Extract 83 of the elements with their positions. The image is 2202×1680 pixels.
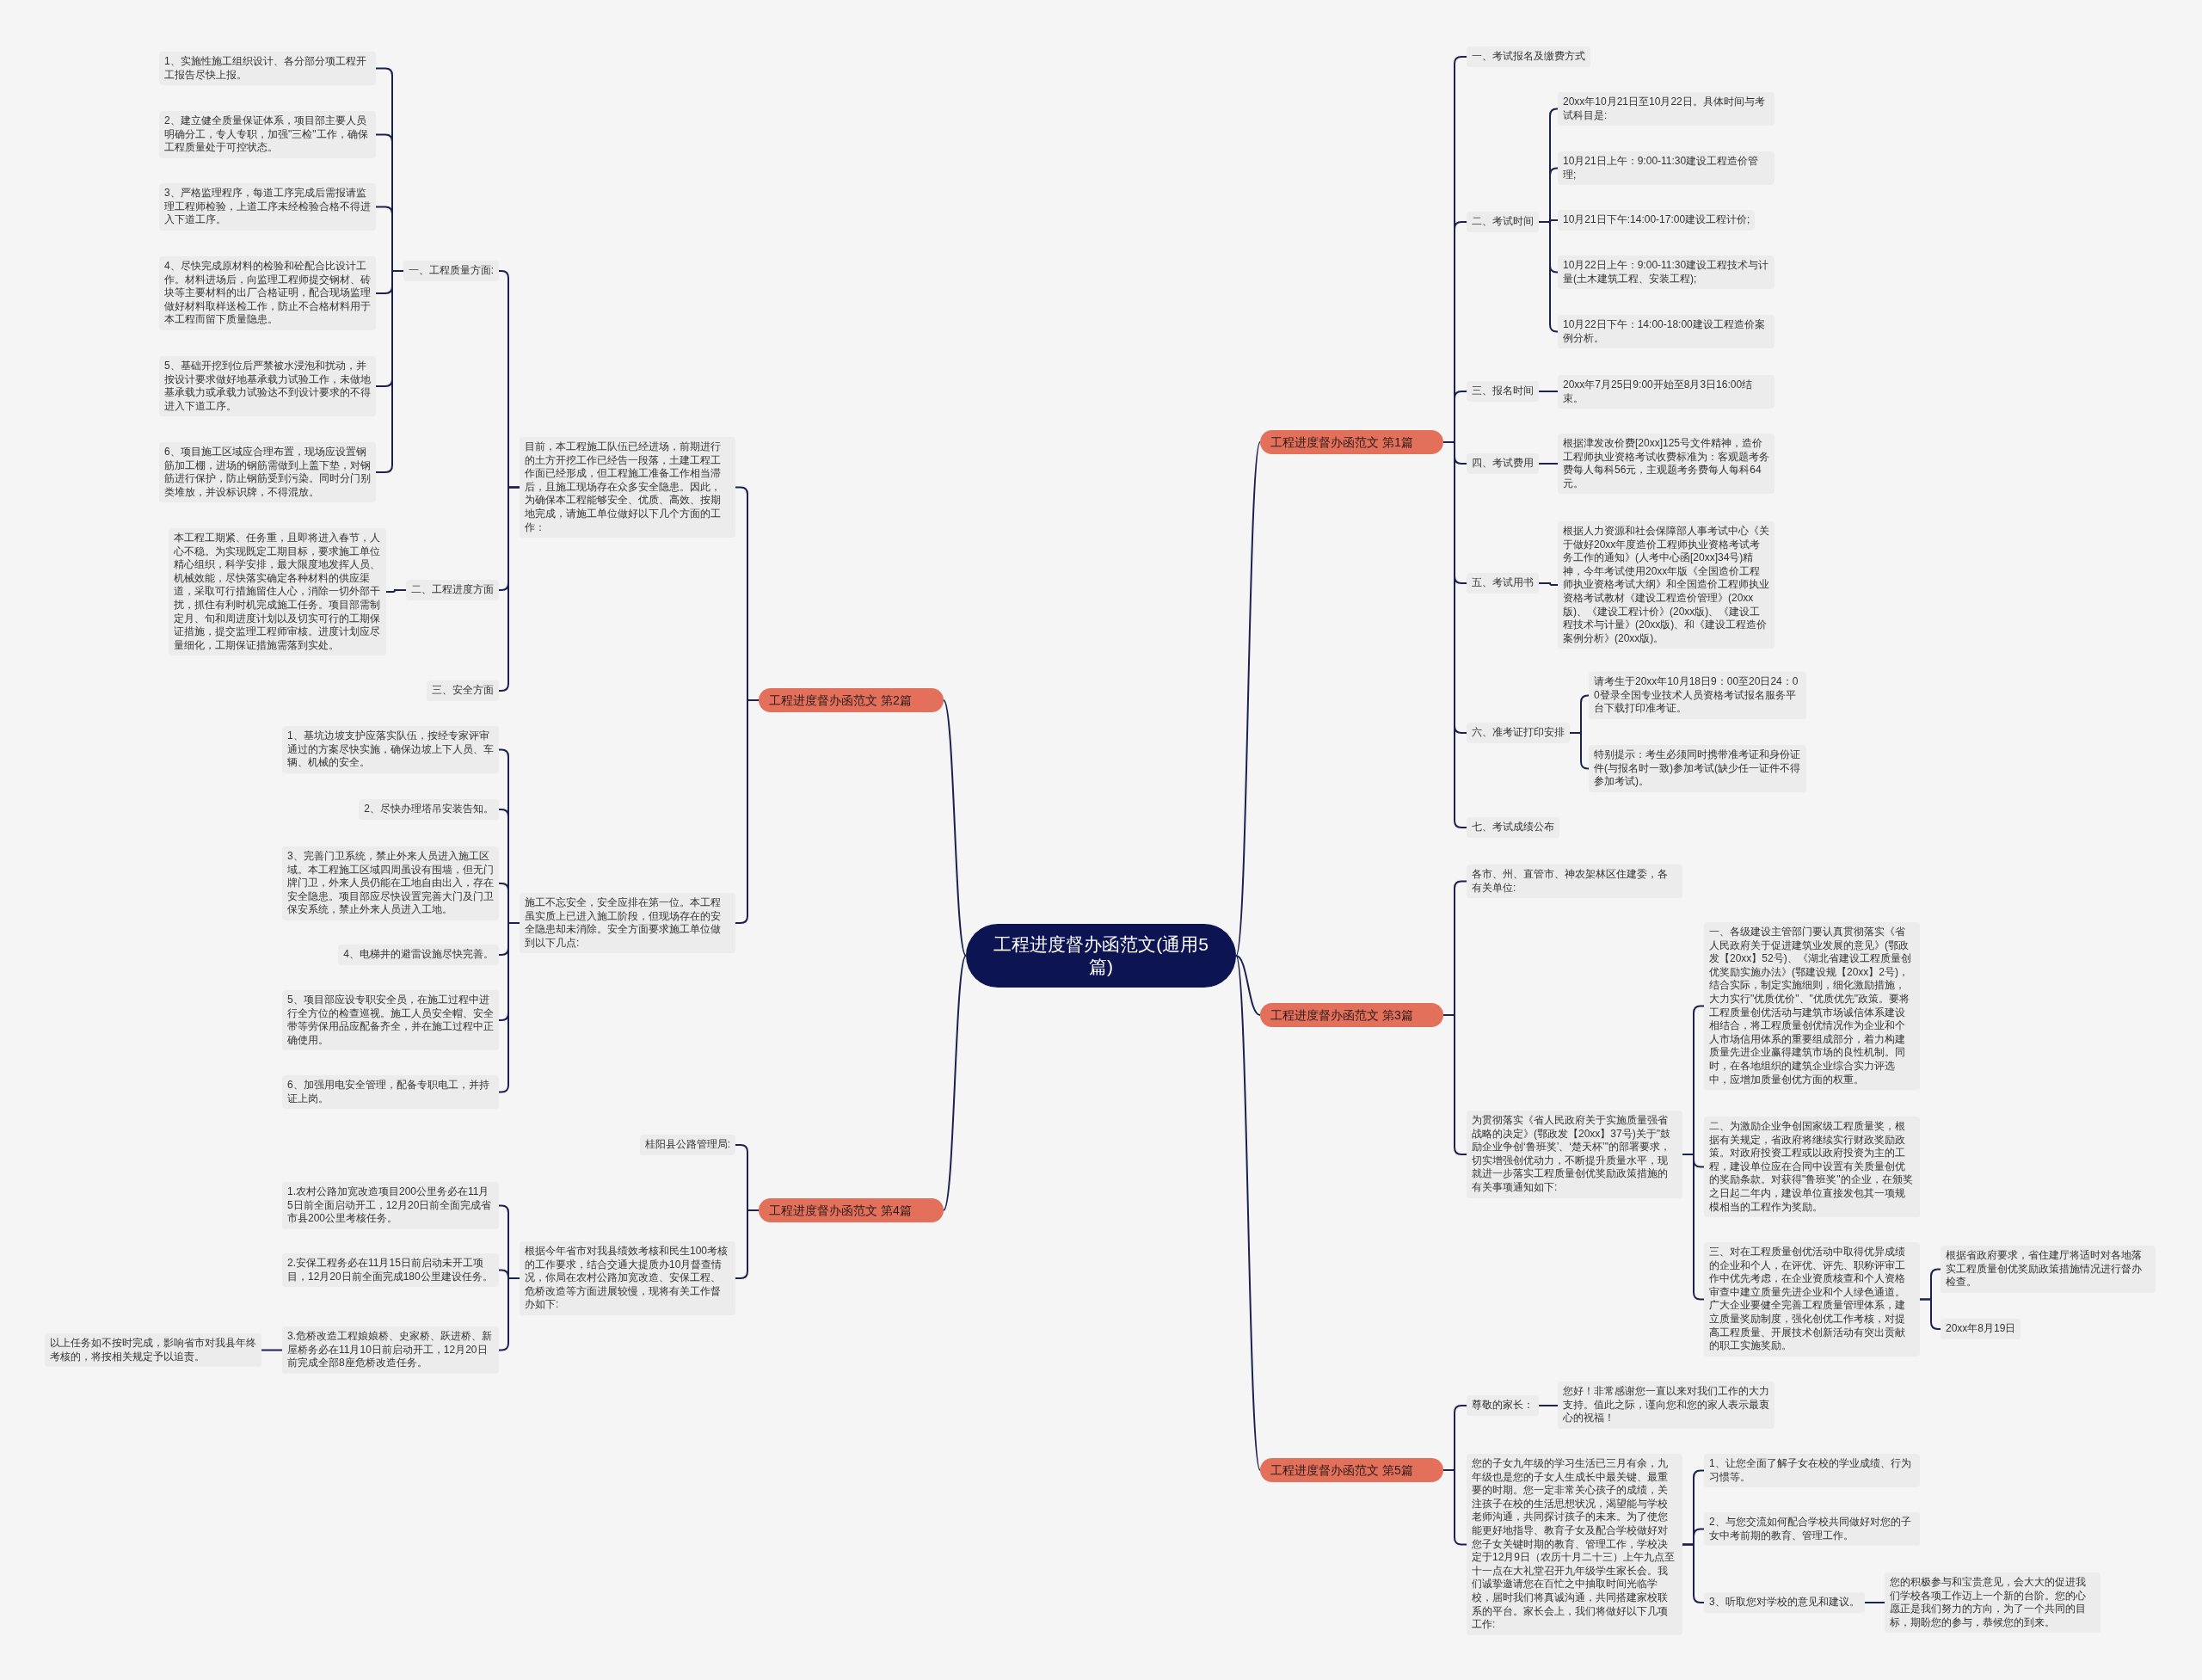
text-card: 4、尽快完成原材料的检验和砼配合比设计工作。材料进场后，向监理工程师提交钢材、砖块等主要材料的出厂合格证明，配合现场监理做好材料取样送检工作，防止不合格材料用于本工程而留下质量隐患。 — [159, 256, 376, 330]
branch-topic: 工程进度督办函范文 第5篇 — [1260, 1458, 1443, 1482]
connector-line — [375, 270, 404, 473]
connector-line — [1235, 441, 1261, 957]
text-card: 10月22日下午：14:00-18:00建设工程造价案例分析。 — [1558, 315, 1775, 349]
connector-line — [498, 922, 520, 1093]
connector-line — [1538, 582, 1559, 586]
text-card: 一、各级建设主管部门要认真贯彻落实《省人民政府关于促进建筑业发展的意见》(鄂政发【20xx】52号)、《湖北省建设工程质量创优奖励实施办法》(鄂建设规【20xx】2号)，结合实际，制定实施细则，细化激励措施，大力实行"优质优价"、"优质优先"政策。要将工程质量创优活动与建筑市场诚信体系建设相结合，将工程质量创优情况作为企业和个人市场信用体系的重要组成部分，着力构建质量先进企业赢得建筑市场的良性机制。同时，在各地组织的建筑企业综合实力评选中，应增加质量创优方面的权重。 — [1704, 922, 1920, 1091]
text-card: 您好！非常感谢您一直以来对我们工作的大力支持。值此之际，谨向您和您的家人表示最衷心的祝福！ — [1558, 1382, 1775, 1429]
text-card: 6、加强用电安全管理，配备专职电工，并持证上岗。 — [282, 1075, 499, 1110]
connector-line — [1538, 221, 1559, 333]
branch-topic: 工程进度督办函范文 第4篇 — [759, 1198, 944, 1222]
text-card: 三、安全方面 — [427, 680, 499, 701]
text-card: 3、听取您对学校的意见和建议。 — [1704, 1592, 1865, 1613]
text-card: 目前，本工程施工队伍已经进场，前期进行的土方开挖工作已经告一段落，土建工程工作面已经形成，但工程施工准备工作相当滞后，且施工现场存在众多安全隐患。因此，为确保本工程能够安全、优质、高效、按期地完成，请施工单位做好以下几个方面的工作： — [520, 437, 735, 538]
text-card: 1、基坑边坡支护应落实队伍，按经专家评审通过的方案尽快实施，确保边坡上下人员、车辆、机械的安全。 — [282, 726, 499, 773]
text-card: 您的积极参与和宝贵意见，会大大的促进我们学校各项工作迈上一个新的台阶。您的心愿正是我们努力的方向，为了一个共同的目标，期盼您的参与，恭候您的到来。 — [1885, 1572, 2101, 1634]
text-card: 本工程工期紧、任务重，且即将进入春节，人心不稳。为实现既定工期目标，要求施工单位精心组织，科学安排，最大限度地发挥人员、机械效能，尽快落实确定各种材料的供应渠道，采取可行措施留住人心，消除一切外部干扰，抓住有利时机完成施工任务。项目部需制定月、旬和周进度计划以及切实可行的工期保证措施，提交监理工程师审核。进度计划应尽量细化，工期保证措施需落到实处。 — [169, 528, 386, 656]
text-card: 二、工程进度方面 — [406, 580, 499, 600]
connector-line — [1864, 1602, 1885, 1603]
text-card: 请考生于20xx年10月18日9：00至20日24：00登录全国专业技术人员资格考试报名服务平台下载打印准考证。 — [1589, 672, 1806, 719]
text-card: 根据省政府要求，省住建厅将适时对各地落实工程质量创优奖励政策措施情况进行督办检查。 — [1941, 1246, 2156, 1293]
text-card: 特别提示：考生必须同时携带准考证和身份证件(与报名时一致)参加考试(缺少任一证件不得参加考试)。 — [1589, 745, 1806, 792]
connector-line — [1442, 1014, 1467, 1155]
connector-line — [943, 699, 967, 957]
text-card: 1.农村公路加宽改造项目200公里务必在11月5日前全面启动开工，12月20日前全面完成省市县200公里考核任务。 — [282, 1182, 499, 1229]
branch-topic: 工程进度督办函范文 第2篇 — [759, 688, 944, 712]
text-card: 3、严格监理程序，每道工序完成后需报请监理工程师检验，上道工序未经检验合格不得进入下道工序。 — [159, 183, 376, 231]
text-card: 3.危桥改造工程娘娘桥、史家桥、跃进桥、新屋桥务必在11月10日前启动开工，12月20日前完成全部8座危桥改造任务。 — [282, 1326, 499, 1374]
text-card: 10月22日上午：9:00-11:30建设工程技术与计量(土木建筑工程、安装工程); — [1558, 255, 1775, 290]
text-card: 三、报名时间 — [1467, 381, 1539, 402]
text-card: 六、准考证打印安排 — [1467, 723, 1570, 743]
text-card: 10月21日上午：9:00-11:30建设工程造价管理; — [1558, 151, 1775, 186]
connector-line — [1682, 1154, 1705, 1301]
connector-line — [1235, 955, 1261, 1471]
text-card: 以上任务如不按时完成，影响省市对我县年终考核的，将按相关规定予以追责。 — [45, 1333, 261, 1368]
text-card: 为贯彻落实《省人民政府关于实施质量强省战略的决定》(鄂政发【20xx】37号)关于"鼓励企业争创‘鲁班奖’、‘楚天杯’"的部署要求，切实增强创优动力，不断提升质量水平，现就进一步落实工程质量创优奖励政策措施的有关事项通知如下: — [1467, 1111, 1682, 1198]
text-card: 2、尽快办理塔吊安装告知。 — [359, 799, 499, 820]
connector-line — [261, 1349, 283, 1351]
text-card: 1、实施性施工组织设计、各分部分项工程开工报告尽快上报。 — [159, 52, 376, 86]
connector-line — [1919, 1298, 1941, 1330]
text-card: 6、项目施工区域应合理布置，现场应设置钢筋加工棚，进场的钢筋需做到上盖下垫，对钢筋进行保护，防止钢筋受到污染。同时分门别类堆放，并设标识牌，不得混放。 — [159, 442, 376, 503]
text-card: 一、考试报名及缴费方式 — [1467, 46, 1590, 67]
text-card: 2.安保工程务必在11月15日前启动未开工项目，12月20日前全面完成180公里建设任务。 — [282, 1253, 499, 1288]
text-card: 各市、州、直管市、神农架林区住建委，各有关单位: — [1467, 865, 1682, 899]
text-card: 10月21日下午:14:00-17:00建设工程计价; — [1558, 210, 1756, 231]
text-card: 2、与您交流如何配合学校共同做好对您的子女中考前期的教育、管理工作。 — [1704, 1512, 1920, 1547]
text-card: 20xx年7月25日9:00开始至8月3日16:00结束。 — [1558, 375, 1775, 409]
text-card: 20xx年8月19日 — [1941, 1319, 2021, 1339]
text-card: 2、建立健全质量保证体系，项目部主要人员明确分工，专人专职，加强"三检"工作，确保工程质量处于可控状态。 — [159, 111, 376, 158]
branch-topic: 工程进度督办函范文 第3篇 — [1260, 1003, 1443, 1027]
branch-topic: 工程进度督办函范文 第1篇 — [1260, 430, 1443, 454]
connector-line — [1569, 732, 1590, 770]
connector-line — [385, 589, 407, 593]
text-card: 二、考试时间 — [1467, 212, 1539, 232]
connector-line — [1538, 391, 1559, 392]
text-card: 5、项目部应设专职安全员，在施工过程中进行全方位的检查巡视。施工人员安全帽、安全带等劳保用品应配备齐全，并在施工过程中正确使用。 — [282, 990, 499, 1051]
text-card: 根据津发改价费[20xx]125号文件精神，造价工程师执业资格考试收费标准为：客观题考务费每人每科56元，主观题考务费每人每科64元。 — [1558, 434, 1775, 495]
text-card: 四、考试费用 — [1467, 453, 1539, 474]
text-card: 一、工程质量方面: — [403, 261, 499, 281]
text-card: 5、基础开挖到位后严禁被水浸泡和扰动，并按设计要求做好地基承载力试验工作，未做地基承载力或承载力试验达不到设计要求的不得进入下道工序。 — [159, 356, 376, 417]
text-card: 20xx年10月21日至10月22日。具体时间与考试科目是: — [1558, 92, 1775, 126]
text-card: 1、让您全面了解子女在校的学业成绩、行为习惯等。 — [1704, 1454, 1920, 1488]
text-card: 二、为激励企业争创国家级工程质量奖，根据有关规定，省政府将继续实行财政奖励政策。对政府投资工程或以政府投资为主的工程，建设单位应在合同中设置有关质量创优的奖励条款。对获得"鲁班奖"的企业，在颁奖之日起二年内，建设单位直接发包其一项规模相当的工程作为奖励。 — [1704, 1117, 1920, 1218]
text-card: 桂阳县公路管理局: — [639, 1135, 735, 1155]
connector-line — [1538, 1405, 1559, 1406]
text-card: 三、对在工程质量创优活动中取得优异成绩的企业和个人，在评优、评先、职称评审工作中优先考虑，在企业资质核查和个人资格审查中建立质量先进企业和个人绿色通道。广大企业要健全完善工程质量管理体系，建立质量奖励制度，强化创优工作考核，对提高工程质量、开展技术创新活动有突出贡献的职工实施奖励。 — [1704, 1242, 1920, 1357]
connector-line — [498, 486, 520, 692]
central-topic: 工程进度督办函范文(通用5篇) — [966, 924, 1236, 988]
text-card: 根据今年省市对我县绩效考核和民生100考核的工作要求，结合交通大提质办10月督查情况，你局在农村公路加宽改造、安保工程、危桥改造等方面进展较慢，现将有关工作督办如下: — [520, 1241, 735, 1315]
text-card: 根据人力资源和社会保障部人事考试中心《关于做好20xx年度造价工程师执业资格考试考务工作的通知》(人考中心函[20xx]34号)精神，今年考试使用20xx年版《全国造价工程师执业资格考试大纲》和全国造价工程师执业资格考试教材《建设工程造价管理》(20xx版)、《建设工程计价》(20xx版)、《建设工程技术与计量》(20xx版)、和《建设工程造价案例分析》(20xx版)。 — [1558, 521, 1775, 649]
connector-line — [498, 1277, 520, 1351]
text-card: 尊敬的家长： — [1467, 1395, 1539, 1416]
text-card: 施工不忘安全，安全应排在第一位。本工程虽实质上已进入施工阶段，但现场存在的安全隐患却未消除。安全方面要求施工单位做到以下几点: — [520, 893, 735, 954]
text-card: 3、完善门卫系统，禁止外来人员进入施工区域。本工程施工区域四周虽设有围墙，但无门牌门卫，外来人员仍能在工地自由出入，存在安全隐患。项目部应尽快设置完善大门及门卫保安系统，禁止外来人员进入工地。 — [282, 846, 499, 920]
text-card: 七、考试成绩公布 — [1467, 817, 1559, 838]
connector-line — [943, 955, 967, 1211]
text-card: 五、考试用书 — [1467, 573, 1539, 594]
connector-line — [1538, 463, 1559, 465]
text-card: 4、电梯井的避雷设施尽快完善。 — [338, 945, 499, 965]
text-card: 您的子女九年级的学习生活已三月有余，九年级也是您的子女人生成长中最关键、最重要的时期。您一定非常关心孩子的成绩，关注孩子在校的生活思想状况，渴望能与学校老师沟通，共同探讨孩子的未来。为了使您能更好地指导、教育子女及配合学校做好对您子女关键时期的教育、管理工作，学校决定于12月9日（农历十月二十三）上午九点至十一点在大礼堂召开九年级学生家长会。我们诚挚邀请您在百忙之中抽取时间光临学校，届时我们将真诚沟通，共同搭建家校联系的平台。家长会上，我们将做好以下几项工作: — [1467, 1454, 1682, 1635]
connector-line — [1682, 1543, 1705, 1603]
connector-line — [1235, 955, 1261, 1016]
